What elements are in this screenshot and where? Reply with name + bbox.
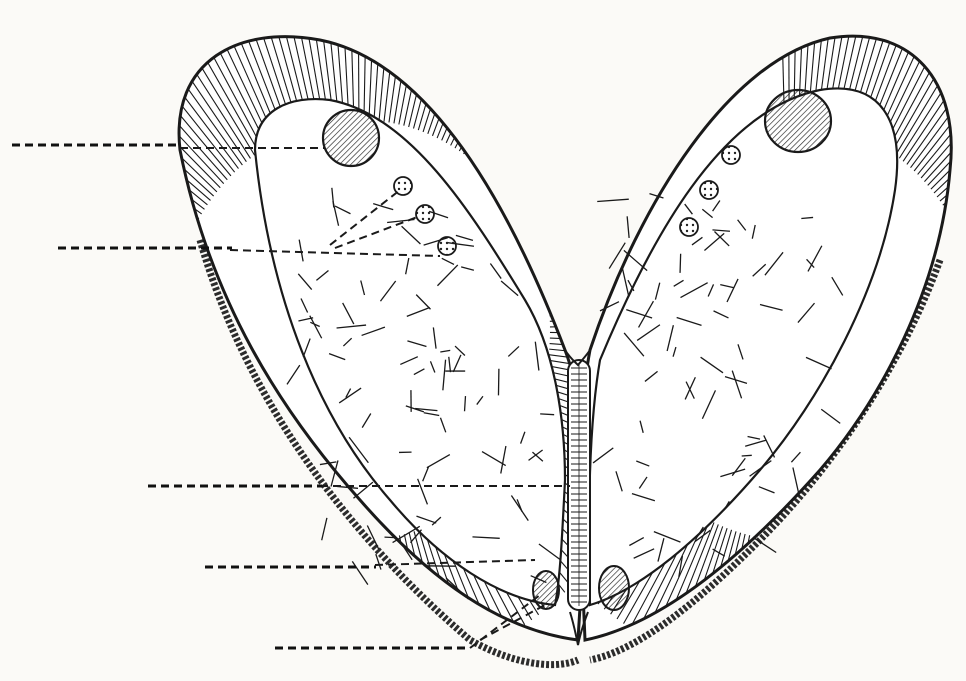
right-adductor-scar	[765, 90, 831, 152]
left-posterior-scar	[533, 571, 559, 609]
right-posterior-scar	[599, 566, 629, 610]
hinge-ligament	[565, 350, 590, 645]
left-adductor-scar	[323, 110, 379, 166]
